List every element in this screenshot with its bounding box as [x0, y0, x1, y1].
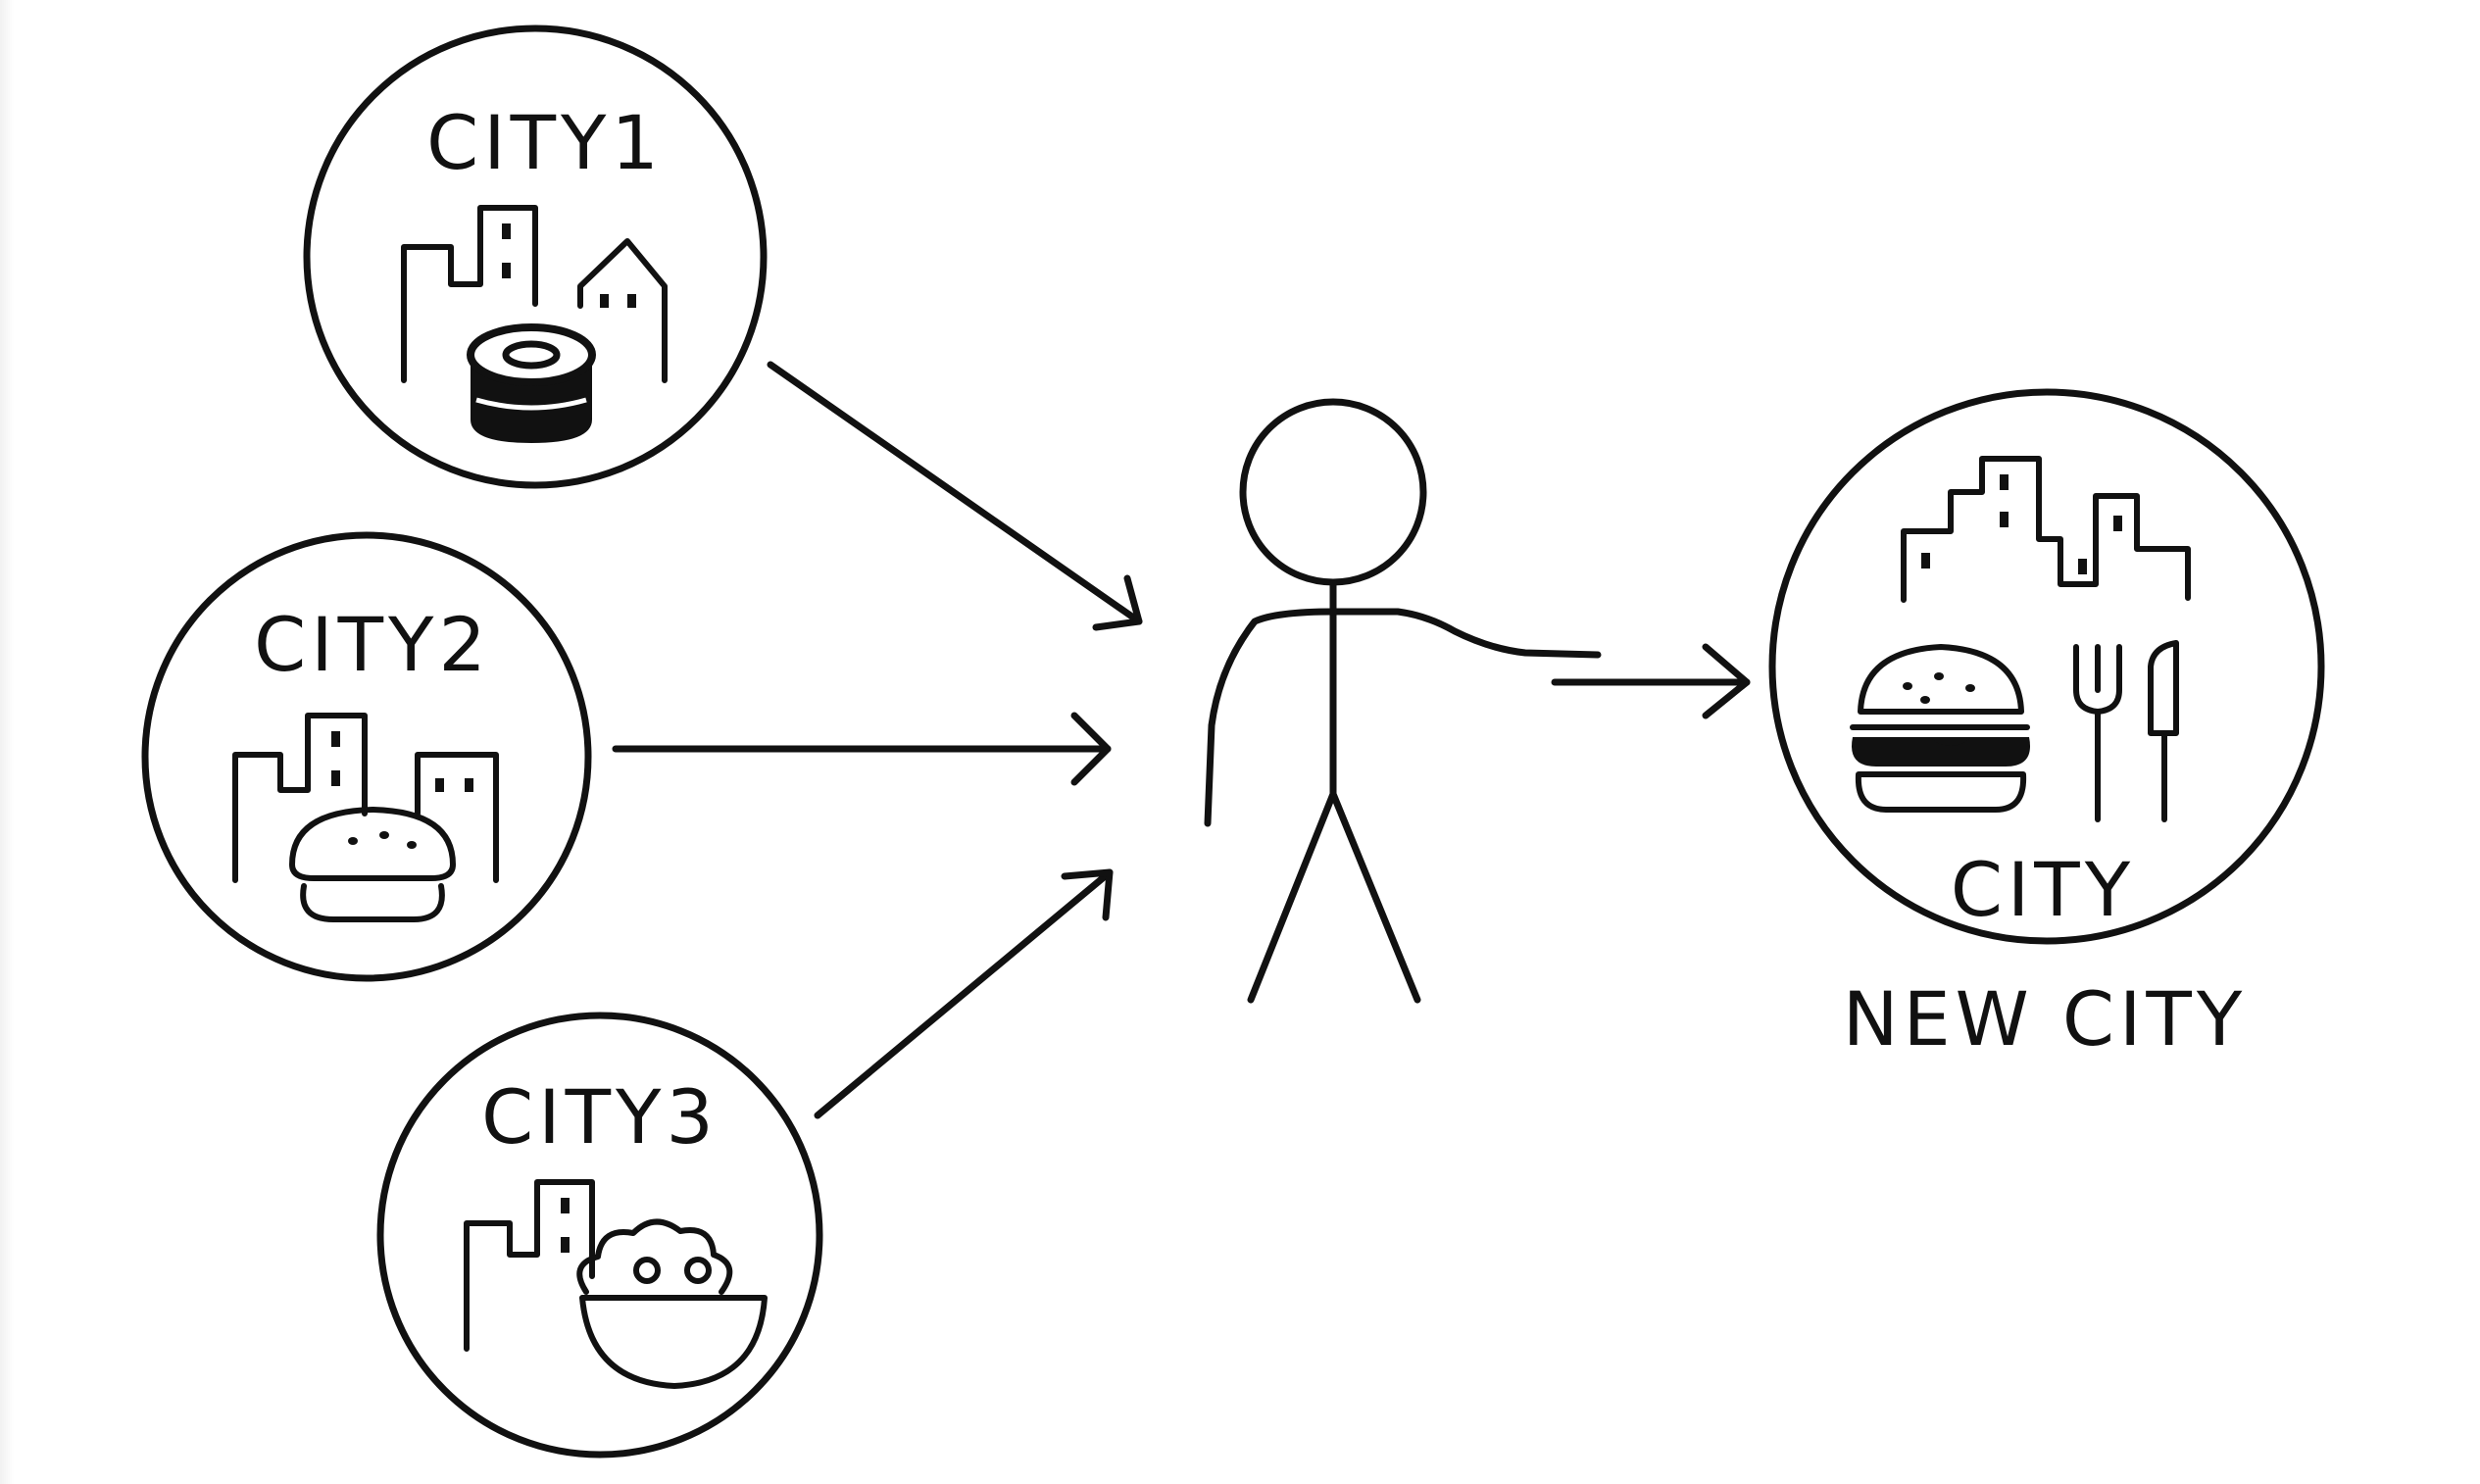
- sushi-roll-icon: [467, 323, 596, 443]
- city-skyline-icon: [464, 1179, 595, 1352]
- arrow-person-to-new-city: [1551, 643, 1751, 719]
- person-left-arm: [1204, 608, 1337, 827]
- new-city-circle: [1768, 388, 2325, 945]
- person-right-arm: [1329, 608, 1602, 659]
- city-skyline-icon: [232, 713, 499, 883]
- person-right-leg: [1329, 790, 1421, 1004]
- left-edge-shade: [0, 0, 14, 1484]
- person-left-leg: [1247, 790, 1337, 1004]
- city3-circle: [376, 1012, 823, 1459]
- city2-node: CITY2: [141, 531, 592, 982]
- person-head: [1239, 398, 1427, 586]
- rice-bowl-icon: [576, 1218, 768, 1389]
- new-city-node: CITY: [1768, 388, 2325, 945]
- city1-circle: [303, 25, 768, 489]
- new-city-inner-label: CITY: [1951, 846, 2135, 933]
- city-skyline-icon: [1901, 456, 2191, 603]
- city3-label: CITY3: [481, 1073, 719, 1161]
- arrow-city3-to-person: [814, 868, 1114, 1119]
- new-city-caption: NEW CITY: [1843, 975, 2248, 1063]
- fork-icon: [2073, 644, 2122, 822]
- city-skyline-icon: [401, 205, 668, 383]
- city1-label: CITY1: [426, 99, 664, 186]
- city2-label: CITY2: [254, 601, 491, 688]
- city3-node: CITY3: [376, 1012, 823, 1459]
- arrow-city1-to-person: [767, 361, 1143, 631]
- city1-node: CITY1: [303, 25, 768, 489]
- city2-circle: [141, 531, 592, 982]
- knife-icon: [2148, 640, 2179, 822]
- arrow-city2-to-person: [612, 712, 1112, 786]
- bun-icon: [289, 807, 456, 922]
- stick-figure-icon: [1204, 398, 1602, 1004]
- burger-icon: [1850, 644, 2030, 813]
